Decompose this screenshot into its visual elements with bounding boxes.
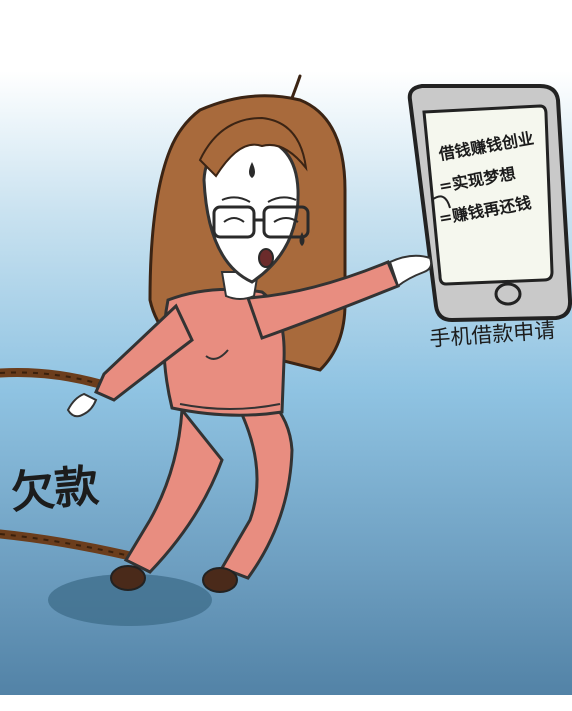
left-hand [66,392,98,418]
glasses-icon [212,205,310,239]
rope-lower [0,529,135,561]
hair-strand [290,74,302,100]
mouth [258,248,274,268]
left-arm [94,303,194,402]
phone-screen [422,104,554,286]
smartphone [407,84,572,322]
right-leg [219,398,294,580]
bottom-border [0,695,572,711]
girl-character [66,74,433,593]
rope-upper [0,367,105,389]
home-button [494,282,522,306]
sweat-drop [299,232,305,246]
ground-shadow [48,574,212,626]
right-hand [388,254,433,288]
left-leg [123,406,224,574]
sweat-drop [249,162,255,178]
right-shoe [202,567,238,593]
debt-label: 欠款 [9,460,101,518]
left-shoe [110,565,146,591]
